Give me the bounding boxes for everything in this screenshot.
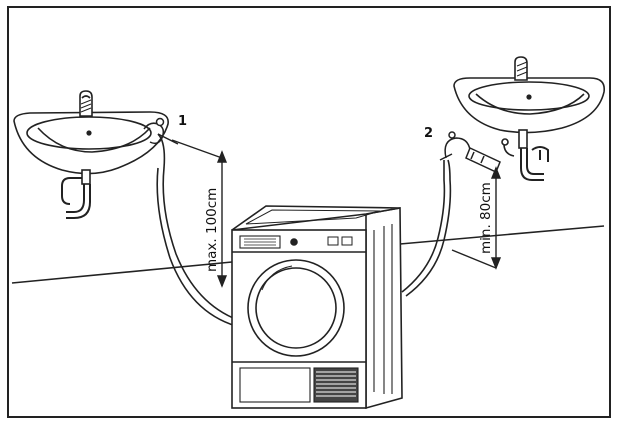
hose-fitting-right [439,131,501,174]
hose-label-1: 1 [178,114,187,129]
diagram-border [7,6,611,418]
hose-fitting-left [143,117,179,145]
dimension-max [171,139,228,288]
sink-left [13,90,169,219]
max-height-label: max. 100cm [204,188,220,272]
dimension-min [451,166,502,270]
hose-label-2: 2 [424,126,433,141]
drain-hoses [156,133,452,327]
sink-right [453,56,606,181]
floor-line [11,225,605,284]
dryer [231,205,403,410]
min-height-label: min. 80cm [478,182,494,254]
